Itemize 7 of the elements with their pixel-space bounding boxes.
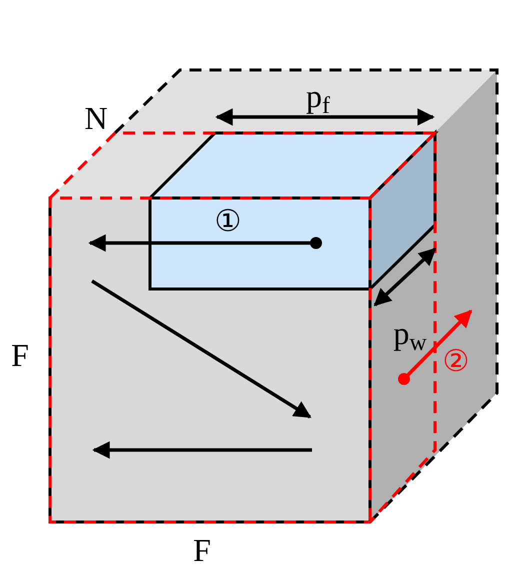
callout-number: ① (214, 207, 242, 237)
dimension-label: p$_{w}$ (393, 317, 427, 349)
axis-label: F (11, 339, 29, 371)
axis-label: N (84, 102, 108, 134)
axis-label: F (193, 534, 211, 566)
dimension-label: p$_{f}$ (306, 80, 330, 112)
callout-number: ② (442, 347, 470, 377)
